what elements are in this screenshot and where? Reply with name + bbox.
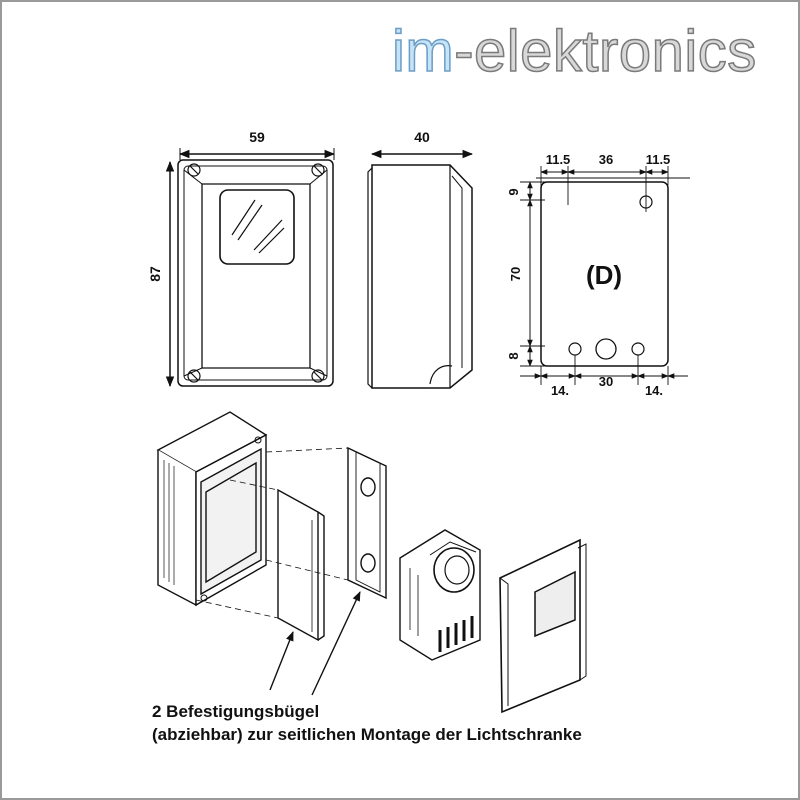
brand-logo: im-elektronics	[391, 18, 757, 85]
dim-height-label: 87	[147, 266, 163, 282]
mounting-bracket-thin	[277, 488, 325, 642]
dim-top-left: 11.5	[546, 152, 571, 167]
mounting-bracket-holes	[347, 446, 387, 600]
dim-width-label: 59	[249, 129, 265, 145]
corner-screws	[187, 163, 325, 383]
dim-left-mid: 70	[508, 267, 523, 281]
dim-left-top: 9	[506, 188, 521, 195]
lens-module	[433, 547, 475, 593]
side-view	[367, 149, 474, 389]
front-outer-frame	[177, 159, 334, 387]
dim-bottom-mid: 30	[599, 374, 613, 389]
cover-window	[534, 570, 576, 638]
dim-depth-label: 40	[414, 129, 430, 145]
mount-hole-bottom-right	[631, 342, 645, 356]
front-view	[165, 148, 336, 388]
assembly-guide-lines	[195, 447, 349, 619]
cable-entry-hole	[595, 338, 617, 360]
pointer-arrow-left	[269, 631, 294, 691]
dim-left-bottom: 8	[506, 352, 521, 359]
drill-plan	[520, 166, 690, 385]
caption-line-1: 2 Befestigungsbügel	[152, 702, 320, 721]
side-outline	[371, 164, 473, 389]
dim-top-mid: 36	[599, 152, 613, 167]
logo-part-im: im	[391, 18, 455, 85]
front-cover	[499, 538, 587, 714]
front-window	[219, 189, 295, 265]
caption-line-2: (abziehbar) zur seitlichen Montage der L…	[152, 725, 582, 744]
exploded-view	[156, 411, 587, 714]
drill-plan-label: (D)	[586, 260, 622, 290]
dim-bottom-left: 14.	[551, 383, 569, 398]
dim-bottom-right: 14.	[645, 383, 663, 398]
drill-plan-outline	[540, 181, 669, 367]
dim-top-right: 11.5	[646, 152, 671, 167]
logo-part-elektronics: -elektronics	[453, 18, 757, 85]
pointer-arrow-right	[311, 591, 361, 696]
mount-hole-bottom-left	[568, 342, 582, 356]
housing-box	[156, 411, 268, 607]
circuit-board	[399, 529, 481, 661]
